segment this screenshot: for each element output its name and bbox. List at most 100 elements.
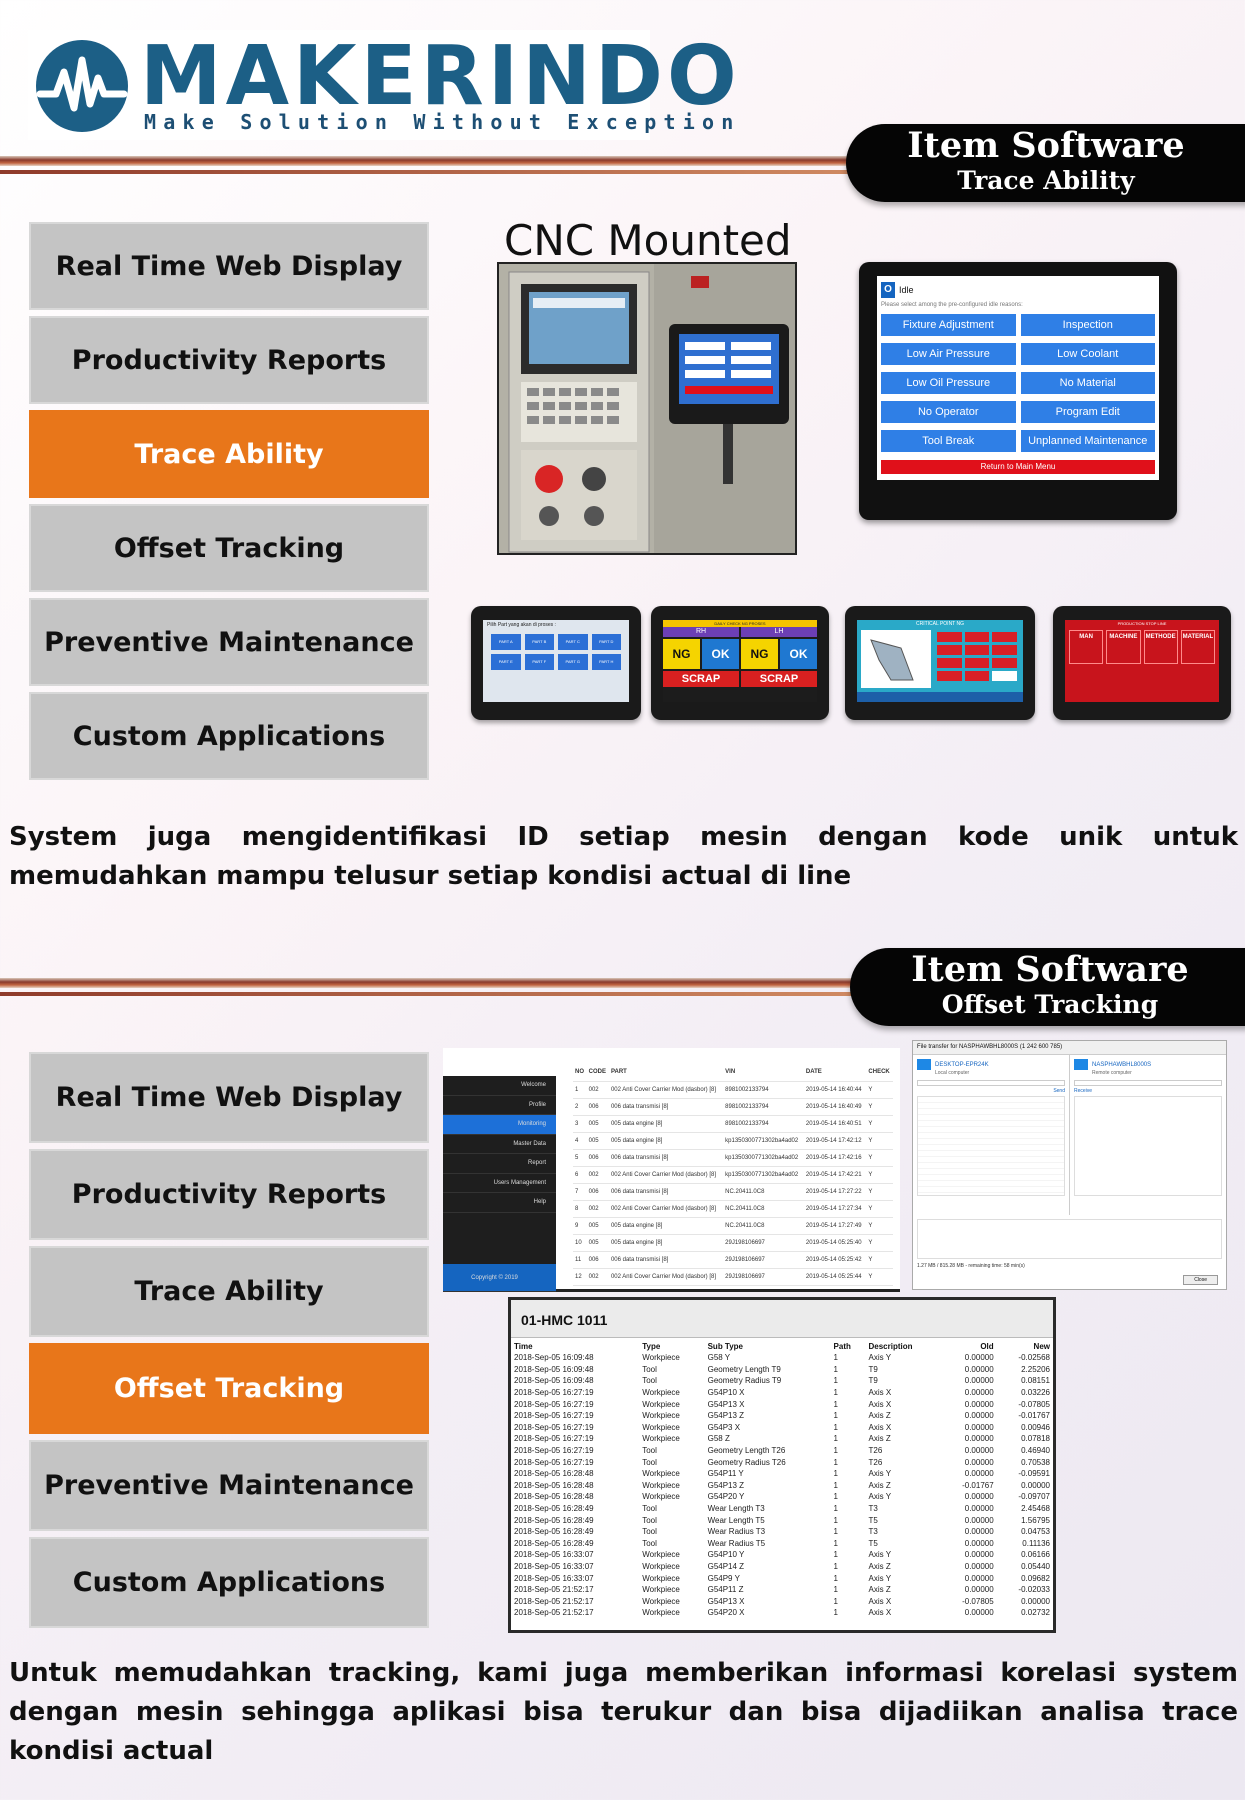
point-button[interactable]	[992, 645, 1017, 655]
close-button[interactable]: Close	[1183, 1275, 1218, 1285]
menu-item-offset-tracking[interactable]: Offset Tracking	[29, 504, 429, 592]
point-button[interactable]	[964, 645, 990, 655]
point-button[interactable]	[964, 632, 990, 642]
receive-button[interactable]: Receive	[1074, 1088, 1093, 1094]
part-button[interactable]: PART E	[491, 654, 521, 670]
idle-reason-button[interactable]: Low Air Pressure	[881, 343, 1016, 365]
menu-item-preventive-maintenance[interactable]: Preventive Maintenance	[29, 598, 429, 686]
point-button[interactable]	[964, 671, 990, 681]
menu-item-real-time-web-display[interactable]: Real Time Web Display	[29, 1052, 429, 1143]
menu-item-trace-ability[interactable]: Trace Ability	[29, 410, 429, 498]
part-button[interactable]: PART G	[558, 654, 588, 670]
idle-reason-button[interactable]: Program Edit	[1020, 401, 1155, 423]
idle-reason-button[interactable]: Unplanned Maintenance	[1020, 430, 1155, 452]
send-button[interactable]: Send	[1053, 1088, 1065, 1094]
point-button[interactable]	[937, 671, 962, 681]
menu-item-preventive-maintenance[interactable]: Preventive Maintenance	[29, 1440, 429, 1531]
part-button[interactable]: PART C	[558, 634, 588, 650]
point-button[interactable]	[992, 632, 1017, 642]
stop-category-button[interactable]: METHODE	[1143, 630, 1178, 664]
menu-item-trace-ability[interactable]: Trace Ability	[29, 1246, 429, 1337]
idle-reason-button[interactable]: Tool Break	[881, 430, 1016, 452]
menu-item-custom-applications[interactable]: Custom Applications	[29, 692, 429, 780]
sidebar-item-users-management[interactable]: Users Management	[443, 1174, 556, 1193]
part-button[interactable]: PART B	[524, 634, 554, 650]
menu-item-productivity-reports[interactable]: Productivity Reports	[29, 1149, 429, 1240]
local-file-list[interactable]	[917, 1096, 1065, 1196]
part-button[interactable]: PART D	[591, 634, 621, 650]
sidebar-item-monitoring[interactable]: Monitoring	[443, 1115, 556, 1135]
stop-category-button[interactable]: MAN	[1069, 630, 1104, 664]
part-button[interactable]: PART A	[491, 634, 521, 650]
sidebar-item-report[interactable]: Report	[443, 1154, 556, 1174]
idle-reason-button[interactable]: Low Coolant	[1020, 343, 1155, 365]
stop-category-button[interactable]: MACHINE	[1106, 630, 1141, 664]
idle-reason-button[interactable]: Fixture Adjustment	[881, 314, 1016, 336]
stop-category-button[interactable]: MATERIAL	[1180, 630, 1215, 664]
sidebar-item-profile[interactable]: Profile	[443, 1096, 556, 1115]
menu-item-custom-applications[interactable]: Custom Applications	[29, 1537, 429, 1628]
point-button[interactable]	[992, 658, 1017, 668]
point-button[interactable]	[992, 671, 1017, 681]
ok-button[interactable]: OK	[780, 639, 817, 669]
sidebar-item-help[interactable]: Help	[443, 1193, 556, 1213]
menu-item-productivity-reports[interactable]: Productivity Reports	[29, 316, 429, 404]
menu-item-real-time-web-display[interactable]: Real Time Web Display	[29, 222, 429, 310]
ok-button[interactable]: OK	[702, 639, 739, 669]
sidebar-item-welcome[interactable]: Welcome	[443, 1076, 556, 1096]
return-to-main-menu-button[interactable]: Return to Main Menu	[881, 460, 1155, 474]
remote-path-field[interactable]	[1074, 1080, 1222, 1086]
local-path-field[interactable]	[917, 1080, 1065, 1086]
idle-reason-button[interactable]: No Operator	[881, 401, 1016, 423]
idle-reason-button[interactable]: Low Oil Pressure	[881, 372, 1016, 394]
part-button[interactable]: PART F	[524, 654, 554, 670]
idle-reason-button[interactable]: No Material	[1020, 372, 1155, 394]
point-button[interactable]	[937, 632, 962, 642]
ng-button[interactable]: NG	[741, 639, 778, 669]
ng-button[interactable]: NG	[663, 639, 700, 669]
idle-reason-button[interactable]: Inspection	[1020, 314, 1155, 336]
menu-item-offset-tracking[interactable]: Offset Tracking	[29, 1343, 429, 1434]
scrap-button[interactable]: SCRAP	[663, 671, 739, 687]
sidebar-item-master-data[interactable]: Master Data	[443, 1135, 556, 1154]
part-button[interactable]: PART H	[591, 654, 621, 670]
point-button[interactable]	[964, 658, 990, 668]
point-button[interactable]	[937, 645, 962, 655]
scrap-button[interactable]: SCRAP	[741, 671, 817, 687]
point-button[interactable]	[937, 658, 962, 668]
